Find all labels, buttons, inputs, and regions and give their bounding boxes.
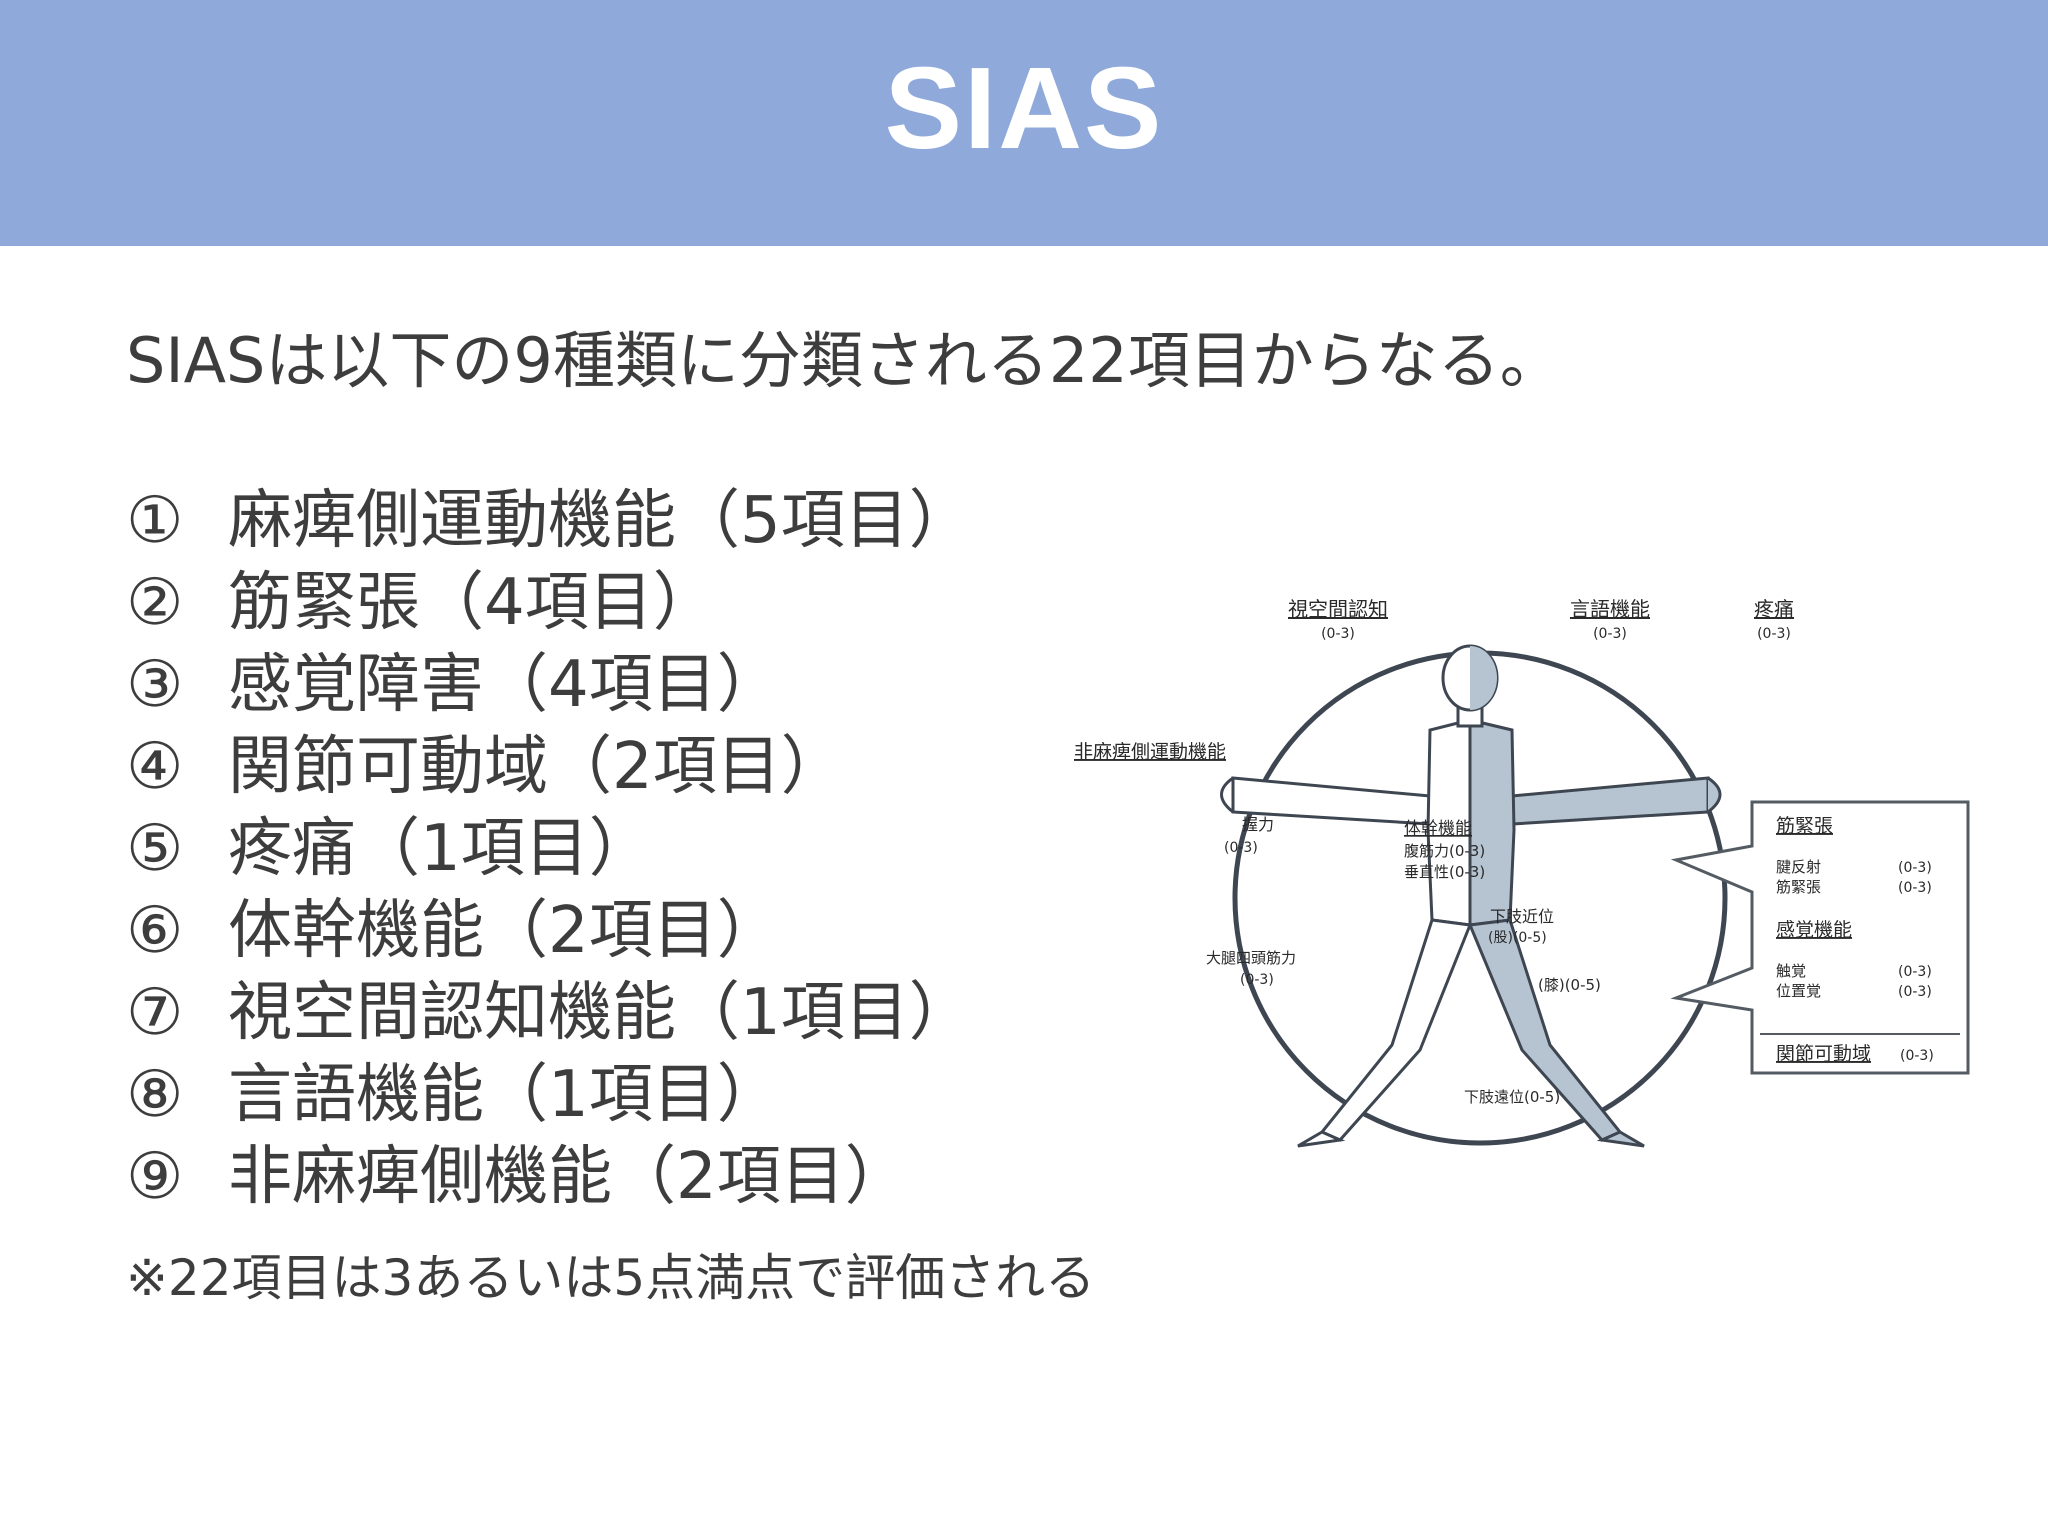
right-leg-shape [1467,918,1623,1142]
right-foot-shape [1596,1130,1645,1148]
item-number: ② [126,566,184,640]
label-trunk-verticality: 垂直性(0-3) [1404,863,1485,881]
callout-box [1670,800,1970,1075]
range-quadriceps: (0-3) [1240,972,1274,988]
range-pain: (0-3) [1757,626,1791,642]
item-label: 言語機能（1項目） [228,1058,781,1132]
left-leg-shape [1319,918,1473,1142]
item-label: 感覚障害（4項目） [228,648,781,722]
list-item: ③ 感覚障害（4項目） [126,644,973,726]
list-item: ⑥ 体幹機能（2項目） [126,890,973,972]
range-position-sense: (0-3) [1898,984,1932,1000]
list-item: ⑧ 言語機能（1項目） [126,1054,973,1136]
sias-body-diagram: 視空間認知 (0-3) 言語機能 (0-3) 疼痛 (0-3) 非麻痺側運動機能… [1060,580,2000,1200]
item-label: 非麻痺側機能（2項目） [228,1140,909,1214]
item-label: 関節可動域（2項目） [228,730,845,804]
right-hand-shape [1707,776,1722,814]
item-label: 筋緊張（4項目） [228,566,717,640]
label-lower-proximal: 下肢近位 [1490,907,1554,926]
range-visuospatial: (0-3) [1321,626,1355,642]
range-speech: (0-3) [1593,626,1627,642]
list-item: ④ 関節可動域（2項目） [126,726,973,808]
label-trunk: 体幹機能 [1404,818,1472,839]
label-muscle-tone-item: 筋緊張 [1776,878,1821,896]
label-sensory: 感覚機能 [1776,919,1852,941]
item-number: ⑤ [126,812,184,886]
label-grip: 握力 [1242,815,1274,834]
item-number: ⑨ [126,1140,184,1214]
list-item: ⑤ 疼痛（1項目） [126,808,973,890]
list-item: ② 筋緊張（4項目） [126,562,973,644]
label-speech: 言語機能 [1570,597,1650,621]
label-touch: 触覚 [1776,962,1806,980]
item-number: ⑦ [126,976,184,1050]
head-shade-shape [1470,646,1497,710]
item-number: ⑥ [126,894,184,968]
label-trunk-abdominal: 腹筋力(0-3) [1404,842,1485,860]
label-position-sense: 位置覚 [1776,982,1821,1000]
label-pain: 疼痛 [1754,597,1794,621]
title-bar: SIAS [0,0,2048,246]
torso-right-shape [1468,718,1516,927]
list-item: ⑦ 視空間認知機能（1項目） [126,972,973,1054]
item-number: ① [126,484,184,558]
page-title: SIAS [884,43,1164,173]
list-item: ⑨ 非麻痺側機能（2項目） [126,1136,973,1218]
label-non-paretic-motor: 非麻痺側運動機能 [1074,741,1226,763]
label-quadriceps: 大腿四頭筋力 [1206,949,1296,967]
list-item: ① 麻痺側運動機能（5項目） [126,480,973,562]
label-visuospatial: 視空間認知 [1288,597,1388,621]
item-number: ④ [126,730,184,804]
category-list: ① 麻痺側運動機能（5項目） ② 筋緊張（4項目） ③ 感覚障害（4項目） ④ 関節可動… [126,480,973,1218]
item-number: ⑧ [126,1058,184,1132]
footnote: ※22項目は3あるいは5点満点で評価される [126,1249,1096,1307]
label-rom: 関節可動域 [1776,1043,1871,1065]
range-rom: (0-3) [1900,1048,1934,1064]
item-label: 視空間認知機能（1項目） [228,976,973,1050]
intro-text: SIASは以下の9種類に分類される22項目からなる。 [126,324,1562,397]
item-label: 体幹機能（2項目） [228,894,781,968]
diagram-svg: 視空間認知 (0-3) 言語機能 (0-3) 疼痛 (0-3) 非麻痺側運動機能… [1074,597,1970,1148]
item-number: ③ [126,648,184,722]
label-knee: (膝)(0-5) [1538,976,1601,994]
range-touch: (0-3) [1898,964,1932,980]
label-tendon-reflex: 腱反射 [1776,858,1821,876]
label-lower-distal: 下肢遠位(0-5) [1464,1088,1560,1106]
left-hand-shape [1220,776,1234,814]
item-label: 麻痺側運動機能（5項目） [228,484,973,558]
left-foot-shape [1297,1130,1346,1148]
label-muscle-tone: 筋緊張 [1776,815,1833,837]
range-tendon-reflex: (0-3) [1898,860,1932,876]
range-grip: (0-3) [1224,840,1258,856]
right-arm-shape [1510,776,1710,826]
range-muscle-tone-item: (0-3) [1898,880,1932,896]
label-lower-proximal-hip: (股)(0-5) [1488,930,1547,946]
item-label: 疼痛（1項目） [228,812,653,886]
